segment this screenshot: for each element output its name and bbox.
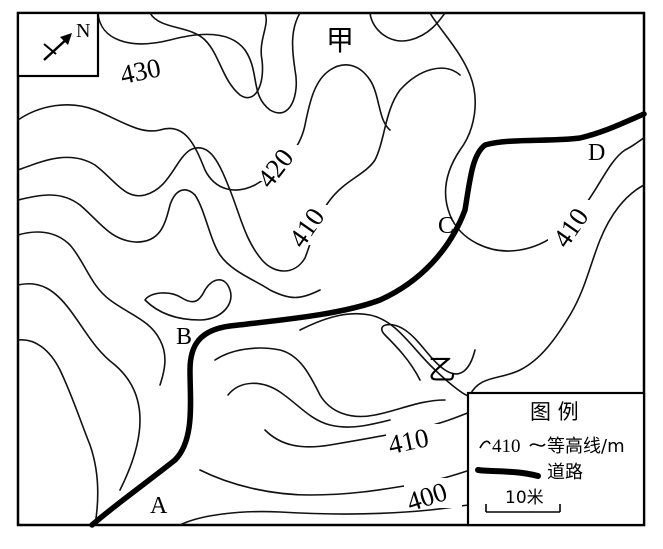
legend-road-label: 道路 bbox=[547, 462, 583, 483]
contour-400-left bbox=[17, 231, 166, 386]
north-arrow-tick-icon bbox=[43, 43, 57, 55]
legend-road-sample bbox=[475, 467, 541, 479]
contour-lines bbox=[17, 12, 645, 526]
area-label-jia: 甲 bbox=[326, 24, 354, 57]
legend-contour-value: 410 bbox=[492, 436, 521, 457]
legend-title: 图 例 bbox=[530, 400, 579, 424]
north-arrow-box: N bbox=[16, 11, 100, 78]
contour-420-top bbox=[369, 12, 446, 42]
contour-lower-inner bbox=[227, 382, 391, 428]
label-masks bbox=[118, 54, 596, 508]
legend-scale-label: 10米 bbox=[505, 488, 544, 508]
contour-yi-outer bbox=[299, 312, 471, 397]
area-label-yi: 乙 bbox=[428, 353, 456, 386]
point-label-d: D bbox=[588, 140, 605, 166]
contour-430-inner bbox=[149, 12, 267, 99]
north-label: N bbox=[76, 20, 90, 42]
contour-410-mid bbox=[17, 189, 321, 299]
contour-410-right-lower bbox=[469, 184, 645, 396]
contour-390-left bbox=[17, 283, 141, 491]
point-label-b: B bbox=[176, 324, 192, 350]
point-label-c: C bbox=[438, 213, 454, 239]
contour-b-loop bbox=[144, 279, 232, 321]
legend-contour-sample-right bbox=[529, 443, 546, 447]
contour-yi-inner bbox=[380, 323, 476, 381]
contour-410-lower bbox=[264, 411, 471, 448]
contour-430 bbox=[97, 12, 301, 114]
contour-410-upper bbox=[17, 67, 461, 272]
contour-410-right bbox=[429, 12, 645, 252]
legend-contour-sample bbox=[479, 440, 491, 449]
map-frame bbox=[16, 11, 646, 527]
legend-contour-label: 等高线/m bbox=[547, 436, 625, 457]
contour-420 bbox=[17, 64, 391, 191]
legend: 图 例 410 等高线/m 道路 10米 bbox=[466, 391, 646, 527]
road bbox=[89, 111, 647, 528]
contour-380-left bbox=[17, 339, 99, 526]
contour-lower-mid bbox=[214, 347, 446, 418]
north-arrow-head-icon bbox=[60, 33, 72, 45]
point-label-a: A bbox=[150, 493, 168, 519]
